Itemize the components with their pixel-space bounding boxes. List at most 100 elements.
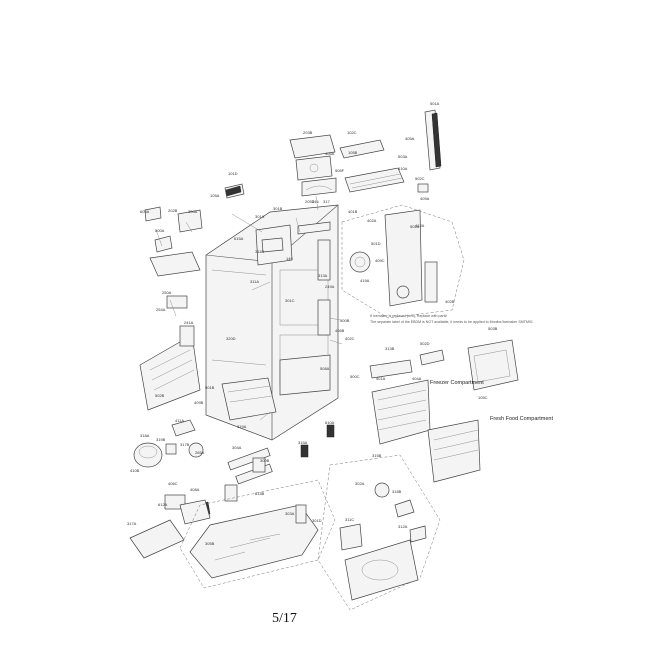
part-label: 419A	[360, 278, 370, 283]
part-label: 320D	[226, 336, 236, 341]
part-label: 149	[286, 256, 293, 261]
part-label: 406C	[168, 481, 178, 486]
part-label: 409B	[194, 400, 204, 405]
fresh-food-compartment-label: Fresh Food Compartment	[490, 416, 553, 422]
part-labels: 501A 203B 406A 505F 102C 405A 105B 503A …	[127, 101, 498, 546]
right-cover-panel	[467, 339, 519, 391]
part-label: 317	[323, 199, 330, 204]
rear-panel	[139, 295, 201, 411]
part-label: 402A	[367, 218, 377, 223]
right-vertical-duct	[339, 109, 442, 193]
part-label: 305B	[205, 541, 215, 546]
part-label: 502A	[410, 224, 420, 229]
part-label: 318B	[392, 489, 402, 494]
part-label: 313A	[318, 273, 328, 278]
note-line-1: If icemaker is replaced (w/o), Replace w…	[370, 314, 447, 318]
fresh-food-evaporator	[419, 349, 481, 483]
compartment-labels: Freezer Compartment Fresh Food Compartme…	[430, 380, 553, 422]
part-label: 402B	[445, 299, 455, 304]
part-label: 610A	[325, 420, 335, 425]
part-label: 311A	[250, 279, 259, 284]
part-label: 241A	[184, 320, 194, 325]
part-label: 311C	[345, 517, 354, 522]
part-label: 501B	[205, 385, 215, 390]
part-label: 502C	[415, 176, 425, 181]
evaporator-fan-region	[341, 204, 465, 319]
refrigerator-cabinet	[205, 204, 339, 441]
freezer-compartment-label: Freezer Compartment	[430, 380, 484, 386]
part-label: 404A	[412, 376, 422, 381]
part-label: 301D	[312, 518, 322, 523]
part-label: 401B	[348, 209, 358, 214]
part-label: 105A	[210, 193, 220, 198]
part-label: 319A	[237, 424, 247, 429]
part-label: 317A	[127, 521, 137, 526]
base-rail	[221, 377, 277, 421]
part-label: 503A	[398, 154, 408, 159]
part-label: 408A	[190, 487, 200, 492]
part-label: 265A	[195, 450, 205, 455]
top-ice-assembly	[289, 134, 337, 197]
part-label: 615B	[255, 491, 265, 496]
left-tray-parts	[144, 206, 203, 277]
part-label: 311B	[255, 249, 264, 254]
part-label: 319B	[156, 437, 166, 442]
door-assembly-region	[317, 454, 441, 611]
part-label: 508A	[320, 366, 330, 371]
part-label: 316	[312, 199, 319, 204]
part-label: 301C	[285, 298, 295, 303]
freezer-evaporator	[369, 359, 431, 445]
part-label: 502D	[420, 341, 430, 346]
part-label: 202B	[168, 208, 178, 213]
part-label: 410A	[398, 166, 408, 171]
part-label: 315A	[298, 440, 308, 445]
part-label: 205D	[305, 199, 315, 204]
part-label: 412A	[415, 223, 425, 228]
part-label: 612A	[158, 502, 168, 507]
part-label: 317B	[180, 442, 190, 447]
part-label: 605A	[140, 209, 150, 214]
part-label: 300B	[260, 458, 270, 463]
part-label: 501A	[430, 101, 440, 106]
part-label: 300A	[188, 209, 198, 214]
page-number: 5/17	[272, 611, 297, 626]
part-label: 409A	[420, 196, 430, 201]
leader-lines	[155, 195, 343, 421]
part-label: 410B	[130, 468, 140, 473]
part-label: 406A	[325, 151, 335, 156]
part-label: 105B	[348, 150, 358, 155]
part-label: 313B	[385, 346, 395, 351]
part-label: 501D	[371, 241, 381, 246]
part-label: 402C	[345, 336, 355, 341]
part-label: 203B	[303, 130, 313, 135]
part-label: 503B	[488, 326, 498, 331]
part-label: 500C	[350, 374, 360, 379]
part-label: 615A	[234, 236, 244, 241]
bottom-base-pan	[179, 479, 336, 589]
part-label: 505F	[335, 168, 345, 173]
note-line-2: The separate label of the EBDM is NOT av…	[370, 320, 533, 324]
compressor-assembly	[133, 419, 204, 468]
part-label: 301A	[255, 214, 265, 219]
part-label: 101D	[228, 171, 238, 176]
part-label: 315B	[372, 453, 382, 458]
part-label: 318A	[140, 433, 150, 438]
part-label: 500B	[340, 318, 350, 323]
part-label: 102C	[347, 130, 357, 135]
part-label: 312A	[398, 524, 408, 529]
replacement-note: If icemaker is replaced (w/o), Replace w…	[370, 314, 533, 324]
part-label: 302A	[355, 481, 365, 486]
part-label: 409C	[375, 258, 385, 263]
part-label: 303A	[285, 511, 295, 516]
part-label: 250A	[162, 290, 172, 295]
part-label: 411A	[175, 418, 184, 423]
part-label: 249A	[325, 284, 335, 289]
part-label: 502B	[155, 393, 165, 398]
part-label: 405A	[405, 136, 415, 141]
left-bottom-bracket	[129, 499, 211, 559]
part-label: 401A	[376, 376, 386, 381]
part-label: 301B	[273, 206, 283, 211]
part-label: 406B	[335, 328, 345, 333]
part-label: 105C	[478, 395, 488, 400]
